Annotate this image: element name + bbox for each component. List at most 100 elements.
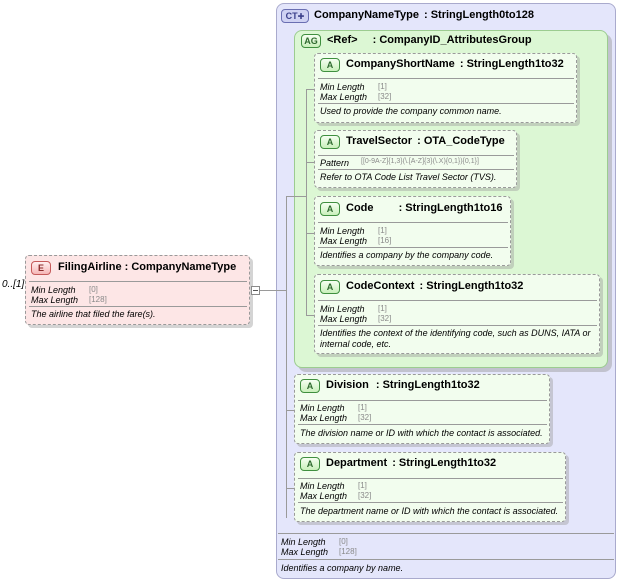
attribute-division: [294, 374, 550, 444]
separator: [278, 559, 614, 560]
connector-line: [260, 290, 286, 291]
separator: [318, 155, 514, 156]
connector-line: [306, 315, 314, 316]
facet-label: Max Length: [320, 92, 368, 102]
ct-title-name: CompanyNameType: [314, 9, 419, 21]
ag-ref-label: <Ref>: [327, 34, 358, 46]
attribute-badge: A: [320, 58, 340, 72]
ct-badge: CT✚: [281, 9, 309, 23]
attribute-doc: The division name or ID with which the c…: [300, 428, 543, 438]
attribute-title: Code : StringLength1to16: [346, 202, 502, 214]
facet-label: Max Length: [320, 236, 368, 246]
connector-line: [286, 196, 306, 197]
attribute-companyshortname: [314, 53, 577, 123]
attribute-type: : StringLength1to32: [375, 379, 480, 391]
attribute-department: [294, 452, 566, 522]
attribute-type: : OTA_CodeType: [417, 135, 505, 147]
separator: [318, 78, 574, 79]
separator: [298, 424, 547, 425]
element-filingairline[interactable]: [25, 255, 250, 325]
separator: [318, 169, 514, 170]
facet-value: [32]: [358, 491, 372, 500]
attribute-codecontext: [314, 274, 600, 354]
attribute-badge: A: [320, 280, 340, 294]
minus-icon: [253, 290, 258, 291]
facet-label: Min Length: [31, 285, 76, 295]
ct-title: CompanyNameType : StringLength0to128: [314, 9, 534, 21]
element-badge: E: [31, 261, 51, 275]
facet-label: Min Length: [300, 403, 345, 413]
attribute-title: Department : StringLength1to32: [326, 457, 496, 469]
facet-label: Max Length: [320, 314, 368, 324]
attribute-title: CompanyShortName : StringLength1to32: [346, 58, 564, 70]
separator: [29, 306, 247, 307]
separator: [298, 502, 563, 503]
attribute-badge: A: [320, 202, 340, 216]
element-doc: The airline that filed the fare(s).: [31, 309, 156, 319]
separator: [278, 533, 614, 534]
separator: [298, 400, 547, 401]
attribute-title: Division : StringLength1to32: [326, 379, 480, 391]
separator: [29, 281, 247, 282]
attribute-badge: A: [300, 457, 320, 471]
attribute-type: : StringLength1to32: [419, 280, 524, 292]
ag-title: <Ref> : CompanyID_AttributesGroup: [327, 34, 532, 46]
facet-value: [128]: [89, 295, 107, 304]
separator: [318, 103, 574, 104]
attribute-name: Code: [346, 202, 374, 214]
attribute-title: TravelSector : OTA_CodeType: [346, 135, 505, 147]
facet-value: [1]: [378, 304, 387, 313]
attribute-doc: Identifies a company by the company code…: [320, 250, 494, 260]
attribute-badge: A: [300, 379, 320, 393]
facet-label: Min Length: [320, 304, 365, 314]
facet-label: Max Length: [31, 295, 79, 305]
attribute-doc-line: internal code, etc.: [320, 339, 392, 349]
expand-icon: ✚: [297, 12, 305, 21]
attribute-title: CodeContext : StringLength1to32: [346, 280, 523, 292]
facet-value: [1]: [358, 403, 367, 412]
attribute-badge: A: [320, 135, 340, 149]
facet-value: [1]: [378, 226, 387, 235]
connector-line: [306, 233, 314, 234]
attribute-name: Department: [326, 457, 388, 469]
separator: [318, 222, 508, 223]
facet-label: Min Length: [300, 481, 345, 491]
attribute-name: CodeContext: [346, 280, 415, 292]
facet-value: [16]: [378, 236, 392, 245]
attribute-travelsector: [314, 130, 517, 188]
attribute-name: CompanyShortName: [346, 58, 455, 70]
ct-facet-label: Min Length: [281, 537, 326, 547]
ct-title-type: : StringLength0to128: [424, 9, 535, 21]
multiplicity-label: 0..[1]: [2, 279, 25, 290]
element-title: FilingAirline : CompanyNameType: [58, 261, 237, 273]
facet-value: [32]: [378, 92, 392, 101]
separator: [318, 300, 597, 301]
facet-value: [1]: [378, 82, 387, 91]
separator: [318, 247, 508, 248]
ct-doc: Identifies a company by name.: [281, 563, 404, 573]
facet-label: Min Length: [320, 226, 365, 236]
connector-line: [286, 196, 287, 518]
facet-value: [32]: [378, 314, 392, 323]
attribute-type: : StringLength1to32: [392, 457, 497, 469]
connector-line: [286, 488, 294, 489]
attribute-doc-line: Identifies the context of the identifyin…: [320, 328, 591, 338]
attribute-type: : StringLength1to32: [459, 58, 564, 70]
ct-facet-value: [0]: [339, 537, 348, 546]
facet-label: Max Length: [300, 491, 348, 501]
facet-value: [32]: [358, 413, 372, 422]
facet-label: Pattern: [320, 158, 350, 168]
collapse-toggle[interactable]: [251, 286, 260, 295]
attribute-doc: The department name or ID with which the…: [300, 506, 559, 516]
facet-value: [[0-9A-Z]{1,3}(\.[A-Z]{3}(\.X){0,1}){0,1…: [361, 158, 479, 165]
facet-value: [1]: [358, 481, 367, 490]
ct-facet-label: Max Length: [281, 547, 329, 557]
ct-facet-value: [128]: [339, 547, 357, 556]
ag-title-type: : CompanyID_AttributesGroup: [372, 34, 532, 46]
attribute-doc: Used to provide the company common name.: [320, 106, 502, 116]
separator: [298, 478, 563, 479]
facet-label: Min Length: [320, 82, 365, 92]
connector-line: [306, 89, 314, 90]
attribute-name: Division: [326, 379, 369, 391]
separator: [318, 325, 597, 326]
